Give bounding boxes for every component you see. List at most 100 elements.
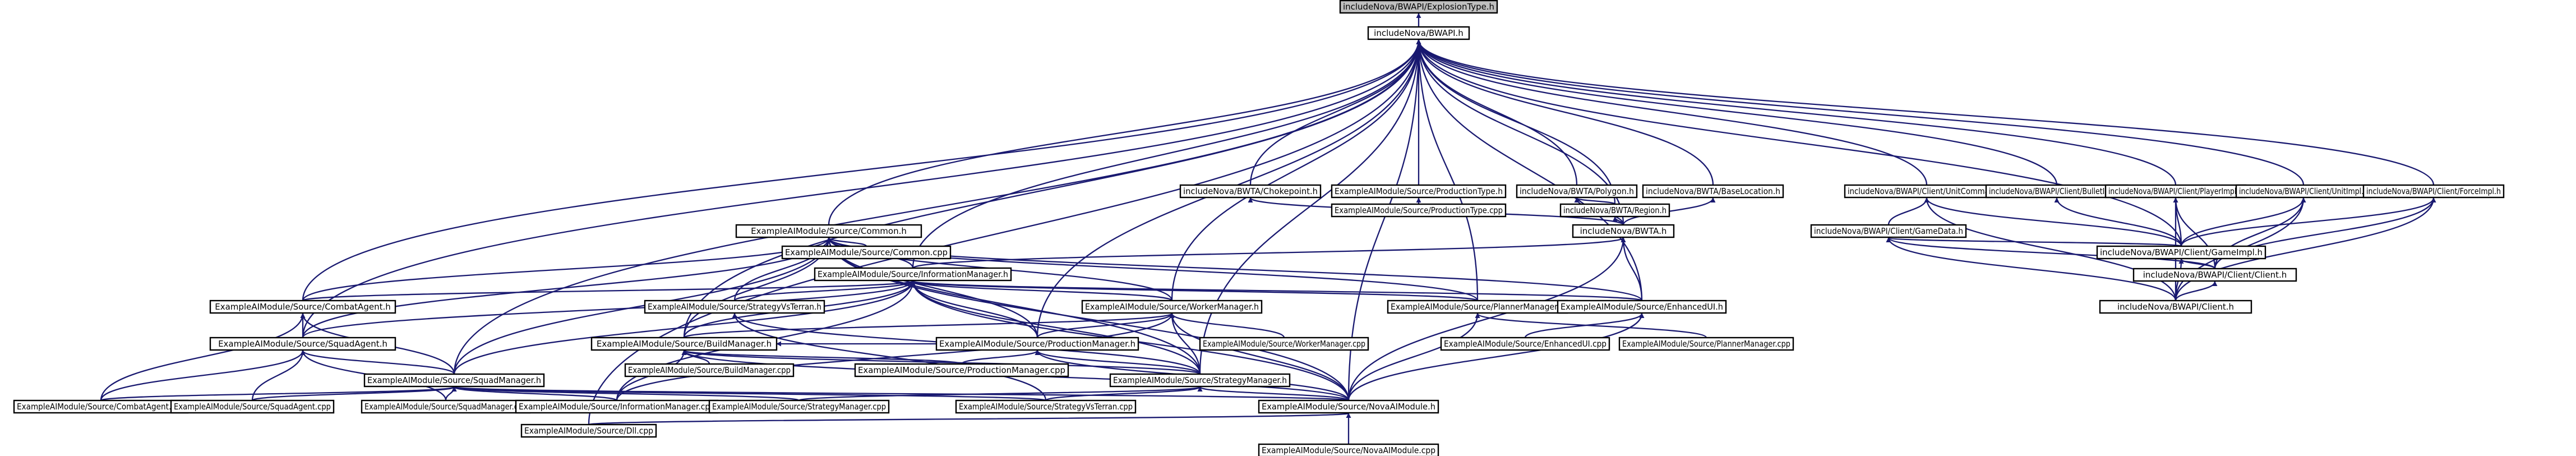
edge-n33-to-n26	[300, 350, 455, 375]
node-label: ExampleAIModule/Source/CombatAgent.cpp	[17, 402, 185, 412]
node-label: ExampleAIModule/Source/StrategyManager.h	[1113, 375, 1287, 385]
node-box	[2362, 184, 2505, 199]
node-layer: includeNova/BWAPI/ExplosionType.h include…	[13, 0, 2505, 456]
edge-n43-to-n42	[588, 412, 1351, 426]
node-box	[1179, 184, 1322, 199]
edge-n15-to-n13	[1886, 237, 2182, 247]
graph-node[interactable]: ExampleAIModule/Source/SquadManager.h	[363, 373, 545, 388]
edge-n21-to-n19	[733, 280, 916, 302]
node-label: ExampleAIModule/Source/SquadManager.h	[367, 375, 541, 385]
node-box	[854, 363, 1069, 377]
graph-node[interactable]: ExampleAIModule/Source/Dll.cpp	[520, 423, 657, 438]
graph-node[interactable]: ExampleAIModule/Source/WorkerManager.h	[1081, 300, 1263, 314]
graph-node[interactable]: ExampleAIModule/Source/CombatAgent.cpp	[13, 399, 189, 414]
edge-n19-to-n16	[912, 237, 1626, 269]
graph-node[interactable]: includeNova/BWAPI/Client/Client.h	[2132, 268, 2297, 282]
graph-node[interactable]: includeNova/BWAPI/Client/ForceImpl.h	[2362, 184, 2505, 199]
node-label: includeNova/BWTA/BaseLocation.h	[1646, 186, 1780, 196]
graph-node[interactable]: includeNova/BWAPI/Client/GameData.h	[1810, 224, 1967, 238]
edge-n36-to-n20	[100, 313, 306, 401]
edge-n33-to-n14	[453, 237, 832, 375]
edge-layer	[100, 13, 2436, 444]
edge-n12-to-n1	[1416, 39, 1616, 205]
node-label: ExampleAIModule/Source/EnhancedUI.cpp	[1444, 339, 1606, 349]
edge-n23-to-n1	[1416, 39, 1479, 301]
graph-node[interactable]: ExampleAIModule/Source/BuildManager.cpp	[624, 363, 795, 377]
graph-node[interactable]: ExampleAIModule/Source/NovaAIModule.cpp	[1258, 443, 1439, 456]
edge-n18-to-n15	[2178, 258, 2216, 270]
node-label: ExampleAIModule/Source/ProductionType.cp…	[1335, 205, 1503, 215]
graph-node[interactable]: ExampleAIModule/Source/InformationManage…	[515, 399, 719, 414]
edge-n37-to-n33	[251, 386, 457, 402]
graph-node[interactable]: ExampleAIModule/Source/StrategyManager.c…	[708, 399, 890, 414]
graph-node[interactable]: ExampleAIModule/Source/WorkerManager.cpp	[1199, 337, 1369, 351]
node-label: includeNova/BWAPI/Client/GameData.h	[1814, 226, 1963, 236]
node-label: ExampleAIModule/Source/EnhancedUI.h	[1561, 302, 1723, 312]
node-box	[1367, 26, 1470, 40]
node-label: includeNova/BWAPI/Client/Client.h	[2143, 270, 2287, 280]
graph-node[interactable]: includeNova/BWAPI/Client.h	[2099, 300, 2252, 314]
graph-node[interactable]: includeNova/BWAPI/Client/PlayerImpl.h	[2104, 184, 2247, 199]
node-box	[2096, 245, 2266, 260]
node-label: ExampleAIModule/Source/NovaAIModule.h	[1262, 402, 1435, 412]
graph-node[interactable]: includeNova/BWAPI/Client/UnitCommand.h	[1844, 184, 2010, 199]
node-label: includeNova/BWTA/Chokepoint.h	[1183, 186, 1318, 196]
node-label: ExampleAIModule/Source/SquadAgent.cpp	[174, 402, 331, 412]
graph-node[interactable]: ExampleAIModule/Source/ProductionType.h	[1331, 184, 1507, 199]
node-label: includeNova/BWAPI/Client/GameImpl.h	[2100, 247, 2263, 257]
edge-n34-to-n27	[681, 349, 963, 365]
graph-node[interactable]: includeNova/BWTA/Chokepoint.h	[1179, 184, 1322, 199]
node-box	[2099, 300, 2252, 314]
graph-node[interactable]: ExampleAIModule/Source/EnhancedUI.h	[1557, 300, 1727, 314]
edge-n26-to-n1	[302, 39, 1421, 338]
graph-node[interactable]: includeNova/BWTA.h	[1572, 224, 1675, 238]
graph-node[interactable]: ExampleAIModule/Source/StrategyVsTerran.…	[955, 399, 1137, 414]
edge-n35-to-n27	[681, 349, 1201, 375]
graph-node[interactable]: ExampleAIModule/Source/Common.h	[735, 224, 922, 238]
edge-n20-to-n1	[302, 39, 1421, 301]
graph-node[interactable]: includeNova/BWTA/Region.h	[1559, 203, 1670, 218]
graph-node[interactable]: ExampleAIModule/Source/ProductionManager…	[854, 363, 1069, 377]
graph-node[interactable]: includeNova/BWTA/BaseLocation.h	[1642, 184, 1784, 199]
graph-node[interactable]: ExampleAIModule/Source/StrategyManager.h	[1109, 373, 1291, 388]
graph-node[interactable]: ExampleAIModule/Source/StrategyVsTerran.…	[644, 300, 825, 314]
edge-n37-to-n26	[251, 350, 306, 401]
node-label: ExampleAIModule/Source/InformationManage…	[519, 402, 715, 412]
graph-node[interactable]: includeNova/BWAPI/Client/UnitImpl.h	[2235, 184, 2372, 199]
graph-node[interactable]: ExampleAIModule/Source/BuildManager.h	[590, 337, 778, 351]
graph-node[interactable]: ExampleAIModule/Source/PlannerManager.cp…	[1618, 337, 1794, 351]
graph-node: includeNova/BWAPI/ExplosionType.h	[1339, 0, 1498, 14]
graph-node[interactable]: ExampleAIModule/Source/InformationManage…	[814, 267, 1012, 282]
node-box	[955, 399, 1137, 414]
edge-n39-to-n33	[451, 386, 618, 402]
graph-node[interactable]: ExampleAIModule/Source/EnhancedUI.cpp	[1440, 337, 1610, 351]
graph-node[interactable]: ExampleAIModule/Source/ProductionType.cp…	[1331, 203, 1507, 218]
graph-node[interactable]: ExampleAIModule/Source/ProductionManager…	[935, 337, 1139, 351]
edge-n35-to-n19	[910, 280, 1201, 375]
edge-n15-to-n6	[1924, 197, 2182, 247]
graph-node[interactable]: ExampleAIModule/Source/SquadAgent.cpp	[170, 399, 335, 414]
edge-n24-to-n1	[1416, 39, 1643, 301]
node-label: ExampleAIModule/Source/PlannerManager.cp…	[1622, 339, 1790, 349]
edge-n25-to-n10	[2175, 197, 2436, 301]
graph-node[interactable]: ExampleAIModule/Source/SquadAgent.h	[209, 337, 396, 351]
edge-n39-to-n22	[616, 313, 1175, 401]
graph-node[interactable]: includeNova/BWAPI.h	[1367, 26, 1470, 40]
node-label: includeNova/BWTA.h	[1580, 226, 1667, 236]
edge-n28-to-n22	[1036, 313, 1175, 338]
graph-node[interactable]: ExampleAIModule/Source/Common.cpp	[781, 245, 952, 260]
graph-node[interactable]: ExampleAIModule/Source/PlannerManager.h	[1387, 300, 1568, 314]
graph-node[interactable]: includeNova/BWAPI/Client/GameImpl.h	[2096, 245, 2266, 260]
node-label: ExampleAIModule/Source/StrategyVsTerran.…	[959, 402, 1133, 412]
graph-node[interactable]: ExampleAIModule/Source/CombatAgent.h	[209, 300, 396, 314]
graph-node[interactable]: ExampleAIModule/Source/NovaAIModule.h	[1258, 399, 1439, 414]
graph-node[interactable]: includeNova/BWTA/Polygon.h	[1516, 184, 1638, 199]
node-label: includeNova/BWAPI/Client/BulletImpl.h	[1989, 186, 2125, 196]
edge-n15-to-n9	[2180, 197, 2306, 247]
node-label: ExampleAIModule/Source/BuildManager.h	[597, 339, 772, 349]
graph-node[interactable]: ExampleAIModule/Source/SquadManager.cpp	[361, 399, 531, 414]
node-box	[1258, 443, 1439, 456]
edge-n33-to-n1	[453, 39, 1421, 375]
edge-n42-to-n1	[1347, 39, 1421, 401]
node-box	[814, 267, 1012, 282]
